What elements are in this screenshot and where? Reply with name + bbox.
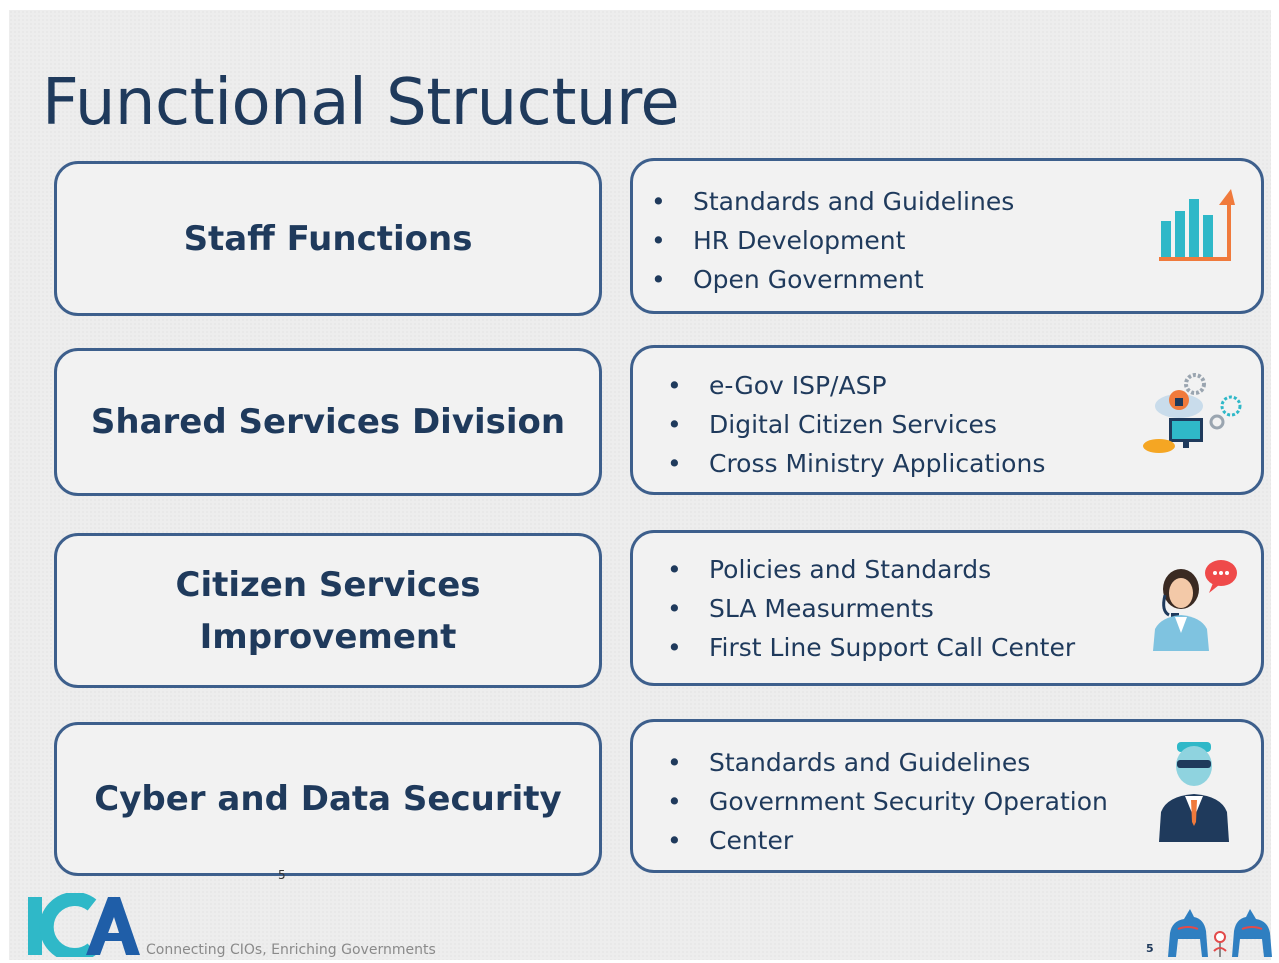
citizen-services-box: Citizen Services Improvement (54, 533, 602, 688)
shared-services-box: Shared Services Division (54, 348, 602, 496)
shared-services-label: Shared Services Division (90, 402, 566, 442)
citizen-services-label-line1: Citizen Services (175, 564, 481, 605)
shared-services-list: e-Gov ISP/ASP Digital Citizen Services C… (649, 366, 1045, 483)
list-item: Standards and Guidelines (633, 182, 1014, 221)
cyber-security-box: Cyber and Data Security (54, 722, 602, 876)
footer-tagline: Connecting CIOs, Enriching Governments (146, 942, 436, 958)
staff-functions-label: Staff Functions (183, 218, 473, 259)
staff-functions-box: Staff Functions (54, 161, 602, 316)
call-center-agent-icon (1153, 560, 1237, 651)
list-item: First Line Support Call Center (649, 628, 1075, 667)
staff-functions-list: Standards and Guidelines HR Development … (633, 182, 1014, 299)
cyber-security-list: Standards and Guidelines Government Secu… (649, 743, 1108, 860)
security-agent-icon (1159, 742, 1229, 842)
shared-services-details: e-Gov ISP/ASP Digital Citizen Services C… (630, 345, 1264, 495)
staff-functions-details: Standards and Guidelines HR Development … (630, 158, 1264, 314)
citizen-services-label: Citizen Services Improvement (176, 559, 481, 663)
citizen-services-list: Policies and Standards SLA Measurments F… (649, 550, 1075, 667)
citizen-services-label-line2: Improvement (199, 616, 457, 657)
list-item: Center (649, 821, 1108, 860)
list-item: Standards and Guidelines (649, 743, 1108, 782)
slide-marker: 5 (278, 868, 286, 882)
slide-title: Functional Structure (42, 66, 680, 140)
list-item: SLA Measurments (649, 589, 1075, 628)
page-number: 5 (1146, 942, 1154, 955)
cyber-security-label: Cyber and Data Security (94, 779, 562, 819)
cyber-security-details: Standards and Guidelines Government Secu… (630, 719, 1264, 873)
list-item: Cross Ministry Applications (649, 444, 1045, 483)
dala-horses-icon (1168, 909, 1272, 957)
list-item: e-Gov ISP/ASP (649, 366, 1045, 405)
list-item: Government Security Operation (649, 782, 1108, 821)
cloud-settings-icon (1143, 373, 1242, 453)
citizen-services-details: Policies and Standards SLA Measurments F… (630, 530, 1264, 686)
list-item: HR Development (633, 221, 1014, 260)
list-item: Policies and Standards (649, 550, 1075, 589)
bar-chart-growth-icon (1159, 189, 1235, 261)
list-item: Open Government (633, 260, 1014, 299)
ica-logo-icon (28, 893, 140, 957)
list-item: Digital Citizen Services (649, 405, 1045, 444)
